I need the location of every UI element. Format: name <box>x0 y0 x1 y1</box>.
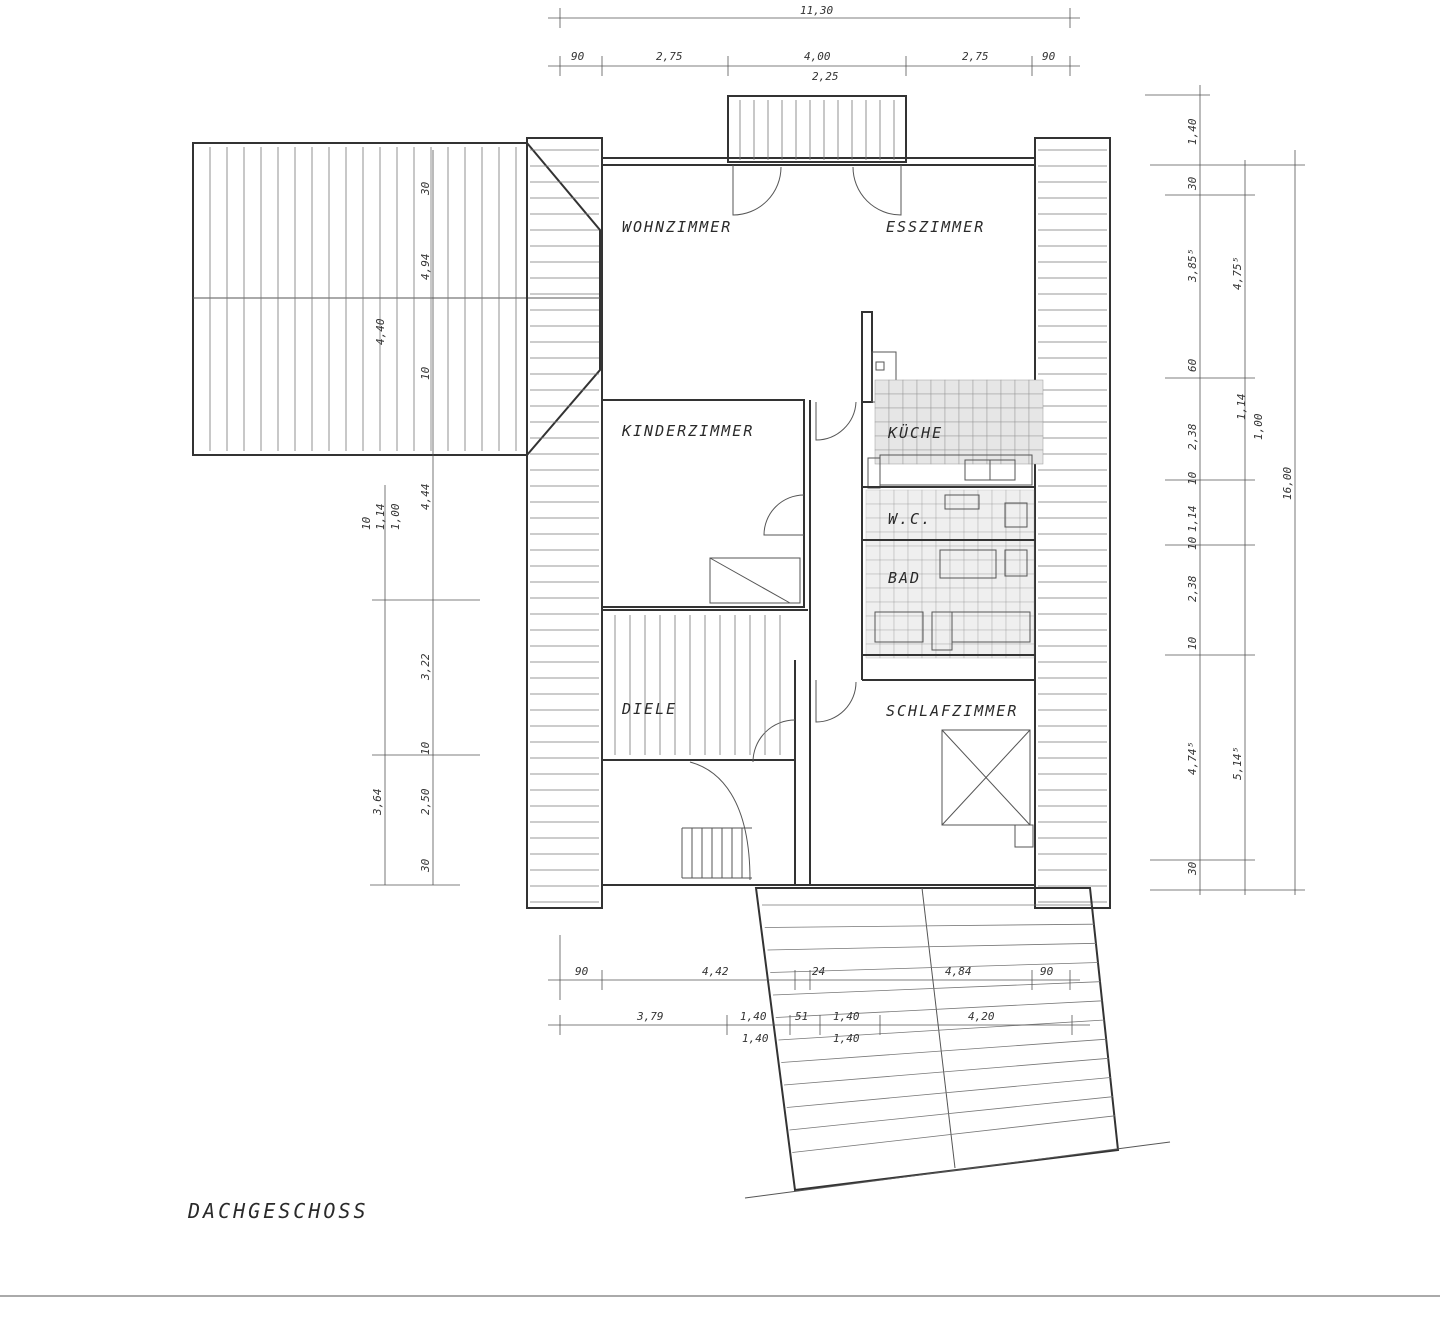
drawing-title: DACHGESCHOSS <box>187 1199 369 1223</box>
dim-bottom-r1b: 4,42 <box>702 965 729 978</box>
dim-left-h: 2,50 <box>419 788 432 815</box>
dim-left-a: 30 <box>419 181 432 196</box>
dim-bottom-r1a: 90 <box>575 965 589 978</box>
dim-right-n: 30 <box>1186 861 1199 876</box>
dim-right-p: 1,00 <box>1252 413 1265 440</box>
dim-top-d: 2,75 <box>962 50 989 63</box>
dim-right-k: 10 <box>1186 636 1199 650</box>
room-label-diele: DIELE <box>621 700 677 718</box>
dim-right-b: 30 <box>1186 176 1199 191</box>
dim-left-d: 10 <box>419 366 432 380</box>
dim-right-f: 2,38 <box>1186 423 1199 450</box>
left-dimensions: 30 4,94 4,40 10 4,44 3,22 10 2,50 3,64 3… <box>360 150 480 886</box>
dim-top-c2: 2,25 <box>812 70 839 83</box>
dim-bottom-r2d2: 1,40 <box>833 1032 860 1045</box>
dim-top-b: 2,75 <box>656 50 683 63</box>
dim-top-e: 90 <box>1042 50 1056 63</box>
dim-left-b: 4,94 <box>419 254 432 281</box>
dim-bottom-r2d: 1,40 <box>833 1010 860 1023</box>
wc-fixtures <box>862 486 1035 541</box>
dim-left-f: 3,22 <box>419 653 432 681</box>
dim-left-i: 3,64 <box>371 789 384 817</box>
dim-left-k: 1,00 <box>389 503 402 530</box>
room-label-wohnzimmer: WOHNZIMMER <box>622 218 732 236</box>
dim-right-q: 1,14 <box>1235 394 1248 421</box>
dim-bottom-r1d: 4,84 <box>945 965 972 978</box>
room-labels: WOHNZIMMER ESSZIMMER KINDERZIMMER KÜCHE … <box>621 218 1018 720</box>
dim-bottom-r2e: 4,20 <box>968 1010 995 1023</box>
dim-bottom-r2a: 3,79 <box>636 1010 664 1023</box>
dim-bottom-r2c: 51 <box>795 1010 808 1023</box>
dim-bottom-r2b2: 1,40 <box>742 1032 769 1045</box>
bottom-roof-wing <box>744 887 1171 1199</box>
dim-left-c: 4,40 <box>374 318 387 345</box>
dim-bottom-r1c: 24 <box>812 965 825 978</box>
dim-right-e: 60 <box>1186 358 1199 372</box>
room-label-schlafzimmer: SCHLAFZIMMER <box>886 702 1018 720</box>
room-label-esszimmer: ESSZIMMER <box>886 218 985 236</box>
dim-right-h: 1,14 <box>1186 506 1199 533</box>
room-label-bad: BAD <box>888 569 921 587</box>
staircase <box>681 827 752 879</box>
dim-right-g: 10 <box>1186 471 1199 485</box>
top-dimensions: 11,30 90 2,75 4,00 2,25 2,75 90 <box>548 4 1080 83</box>
bottom-dimensions: 90 4,42 24 4,84 90 3,79 1,40 1,40 51 1,4… <box>548 935 1090 1045</box>
bath-fixtures <box>862 549 1035 656</box>
dim-bottom-r2b: 1,40 <box>740 1010 767 1023</box>
dim-left-m: 10 <box>360 516 373 530</box>
room-label-kinderzimmer: KINDERZIMMER <box>621 422 754 440</box>
dim-bottom-r1e: 90 <box>1040 965 1054 978</box>
room-label-kueche: KÜCHE <box>887 423 943 442</box>
dim-right-l: 4,74⁵ <box>1186 742 1199 775</box>
dim-top-c: 4,00 <box>804 50 831 63</box>
dim-right-d: 4,75⁵ <box>1231 257 1244 290</box>
dim-right-j: 2,38 <box>1186 575 1199 602</box>
dim-left-g: 10 <box>419 741 432 755</box>
dim-right-o: 16,00 <box>1281 467 1294 500</box>
dim-left-e: 4,44 <box>419 484 432 511</box>
main-building <box>526 95 1111 909</box>
dim-right-c: 3,85⁵ <box>1186 249 1199 283</box>
right-dimensions: 1,40 30 3,85⁵ 4,75⁵ 60 2,38 10 1,14 10 2… <box>1145 85 1305 895</box>
dim-top-a: 90 <box>571 50 585 63</box>
dim-right-a: 1,40 <box>1186 118 1199 145</box>
dim-left-l: 1,14 <box>374 504 387 531</box>
dim-left-j: 30 <box>419 858 432 873</box>
dim-right-m: 5,14⁵ <box>1231 747 1244 780</box>
dim-total-width: 11,30 <box>800 4 833 17</box>
left-roof-wing <box>192 142 601 456</box>
room-label-wc: W.C. <box>888 510 932 528</box>
dim-right-i: 10 <box>1186 536 1199 550</box>
